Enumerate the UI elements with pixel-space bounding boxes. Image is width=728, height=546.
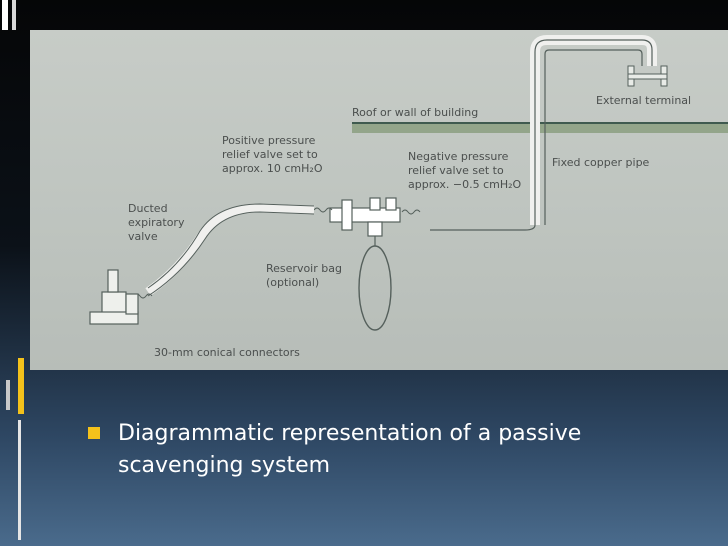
label-external-terminal: External terminal: [596, 94, 691, 107]
negative-valve-cap-a: [369, 197, 381, 211]
label-negative-valve-3: approx. −0.5 cmH₂O: [408, 178, 522, 191]
expiratory-valve-stem: [107, 269, 119, 293]
label-reservoir-bag-1: Reservoir bag: [266, 262, 342, 275]
expiratory-valve-port: [125, 293, 139, 315]
label-negative-valve-2: relief valve set to: [408, 164, 504, 177]
label-connectors: 30-mm conical connectors: [154, 346, 300, 359]
side-bar-white-2: [12, 0, 16, 30]
slide-caption: Diagrammatic representation of a passive…: [88, 418, 688, 482]
scavenging-diagram: Roof or wall of building External termin…: [89, 35, 728, 359]
label-positive-valve-2: relief valve set to: [222, 148, 318, 161]
hose-outline-a: [147, 203, 315, 289]
side-bar-yellow: [18, 358, 24, 414]
copper-pipe-outline-a: [534, 39, 653, 225]
side-bar-white-4: [6, 380, 10, 410]
reservoir-bag: [358, 245, 392, 331]
decorative-side-bars: [0, 0, 30, 546]
terminal-bar: [627, 73, 668, 80]
bullet-square-icon: [88, 427, 100, 439]
side-bar-white-3: [18, 420, 21, 540]
label-positive-valve-3: approx. 10 cmH₂O: [222, 162, 323, 175]
expiratory-valve-base: [89, 311, 139, 325]
label-roof: Roof or wall of building: [352, 106, 478, 119]
negative-valve-cap-b: [385, 197, 397, 211]
hose: [145, 203, 315, 296]
label-expiratory-valve-2: expiratory: [128, 216, 185, 229]
copper-pipe-outline-b: [544, 49, 643, 225]
side-bar-white-1: [2, 0, 8, 30]
caption-text: Diagrammatic representation of a passive…: [118, 421, 582, 478]
label-reservoir-bag-2: (optional): [266, 276, 319, 289]
hose-outline-b: [147, 211, 315, 297]
diagram-photo: Roof or wall of building External termin…: [30, 30, 728, 370]
connector-wave-a: [313, 207, 333, 213]
label-fixed-pipe: Fixed copper pipe: [552, 156, 650, 169]
positive-valve: [341, 199, 353, 231]
label-positive-valve-1: Positive pressure: [222, 134, 316, 147]
label-expiratory-valve-1: Ducted: [128, 202, 168, 215]
label-expiratory-valve-3: valve: [128, 230, 158, 243]
label-negative-valve-1: Negative pressure: [408, 150, 509, 163]
bag-connector: [367, 221, 383, 237]
connector-wave-b: [401, 209, 421, 215]
pipe-bend: [430, 224, 536, 231]
